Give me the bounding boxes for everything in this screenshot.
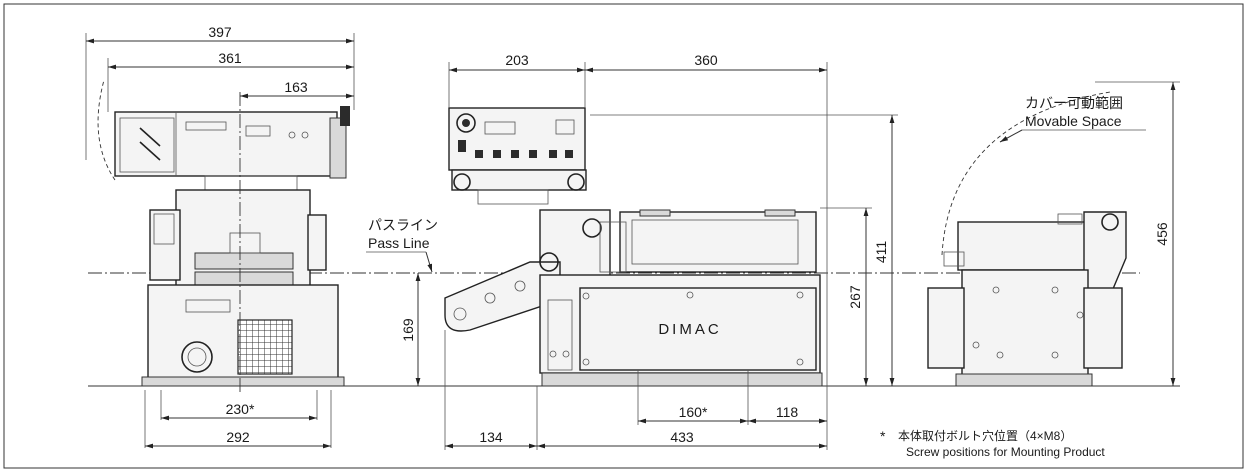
rear-bracket xyxy=(1083,211,1127,297)
dim-118: 118 xyxy=(776,404,799,420)
dim-292: 292 xyxy=(226,429,250,445)
front-view xyxy=(85,33,355,448)
dim-203: 203 xyxy=(505,52,529,68)
cover-space-leader xyxy=(999,129,1023,143)
dim-267: 267 xyxy=(847,285,863,309)
front-vent-grille xyxy=(237,319,293,375)
cover-space-label-jp: カバー可動範囲 xyxy=(1025,95,1123,111)
dim-230: 230* xyxy=(226,401,255,417)
front-base-plate xyxy=(141,376,345,387)
note-text-en: Screw positions for Mounting Product xyxy=(906,445,1105,459)
rear-cover-arc xyxy=(941,91,1111,256)
pass-line-label-en: Pass Line xyxy=(368,235,430,251)
side-view: DIMAC xyxy=(444,62,898,450)
front-cover-arc xyxy=(97,79,116,181)
side-operation-panel xyxy=(448,107,586,171)
note-text-jp: 本体取付ボルト穴位置（4×M8） xyxy=(898,428,1072,443)
dim-134: 134 xyxy=(479,429,503,445)
rear-base-plate xyxy=(955,373,1093,387)
dim-160: 160* xyxy=(679,404,708,420)
dim-397: 397 xyxy=(208,24,232,40)
pass-line-label-jp: パスライン xyxy=(368,217,438,233)
drawing-frame xyxy=(3,3,1244,469)
rear-main-body xyxy=(961,269,1089,379)
dim-163: 163 xyxy=(284,79,308,95)
dim-361: 361 xyxy=(218,50,242,66)
dim-169: 169 xyxy=(400,318,416,342)
dim-360: 360 xyxy=(694,52,718,68)
rear-view xyxy=(927,81,1180,387)
dim-456: 456 xyxy=(1154,222,1170,246)
side-base-plate xyxy=(541,372,823,387)
dim-433: 433 xyxy=(670,429,694,445)
pass-line-leader xyxy=(425,251,433,273)
side-upper-body xyxy=(619,211,817,273)
dim-411: 411 xyxy=(873,241,889,264)
dimac-brand: DIMAC xyxy=(658,321,721,338)
cover-space-label-en: Movable Space xyxy=(1025,113,1122,129)
front-head-unit xyxy=(114,111,338,177)
note-marker: * xyxy=(880,428,886,444)
rear-upper-cover xyxy=(957,221,1087,271)
side-lower-cover xyxy=(579,287,817,371)
